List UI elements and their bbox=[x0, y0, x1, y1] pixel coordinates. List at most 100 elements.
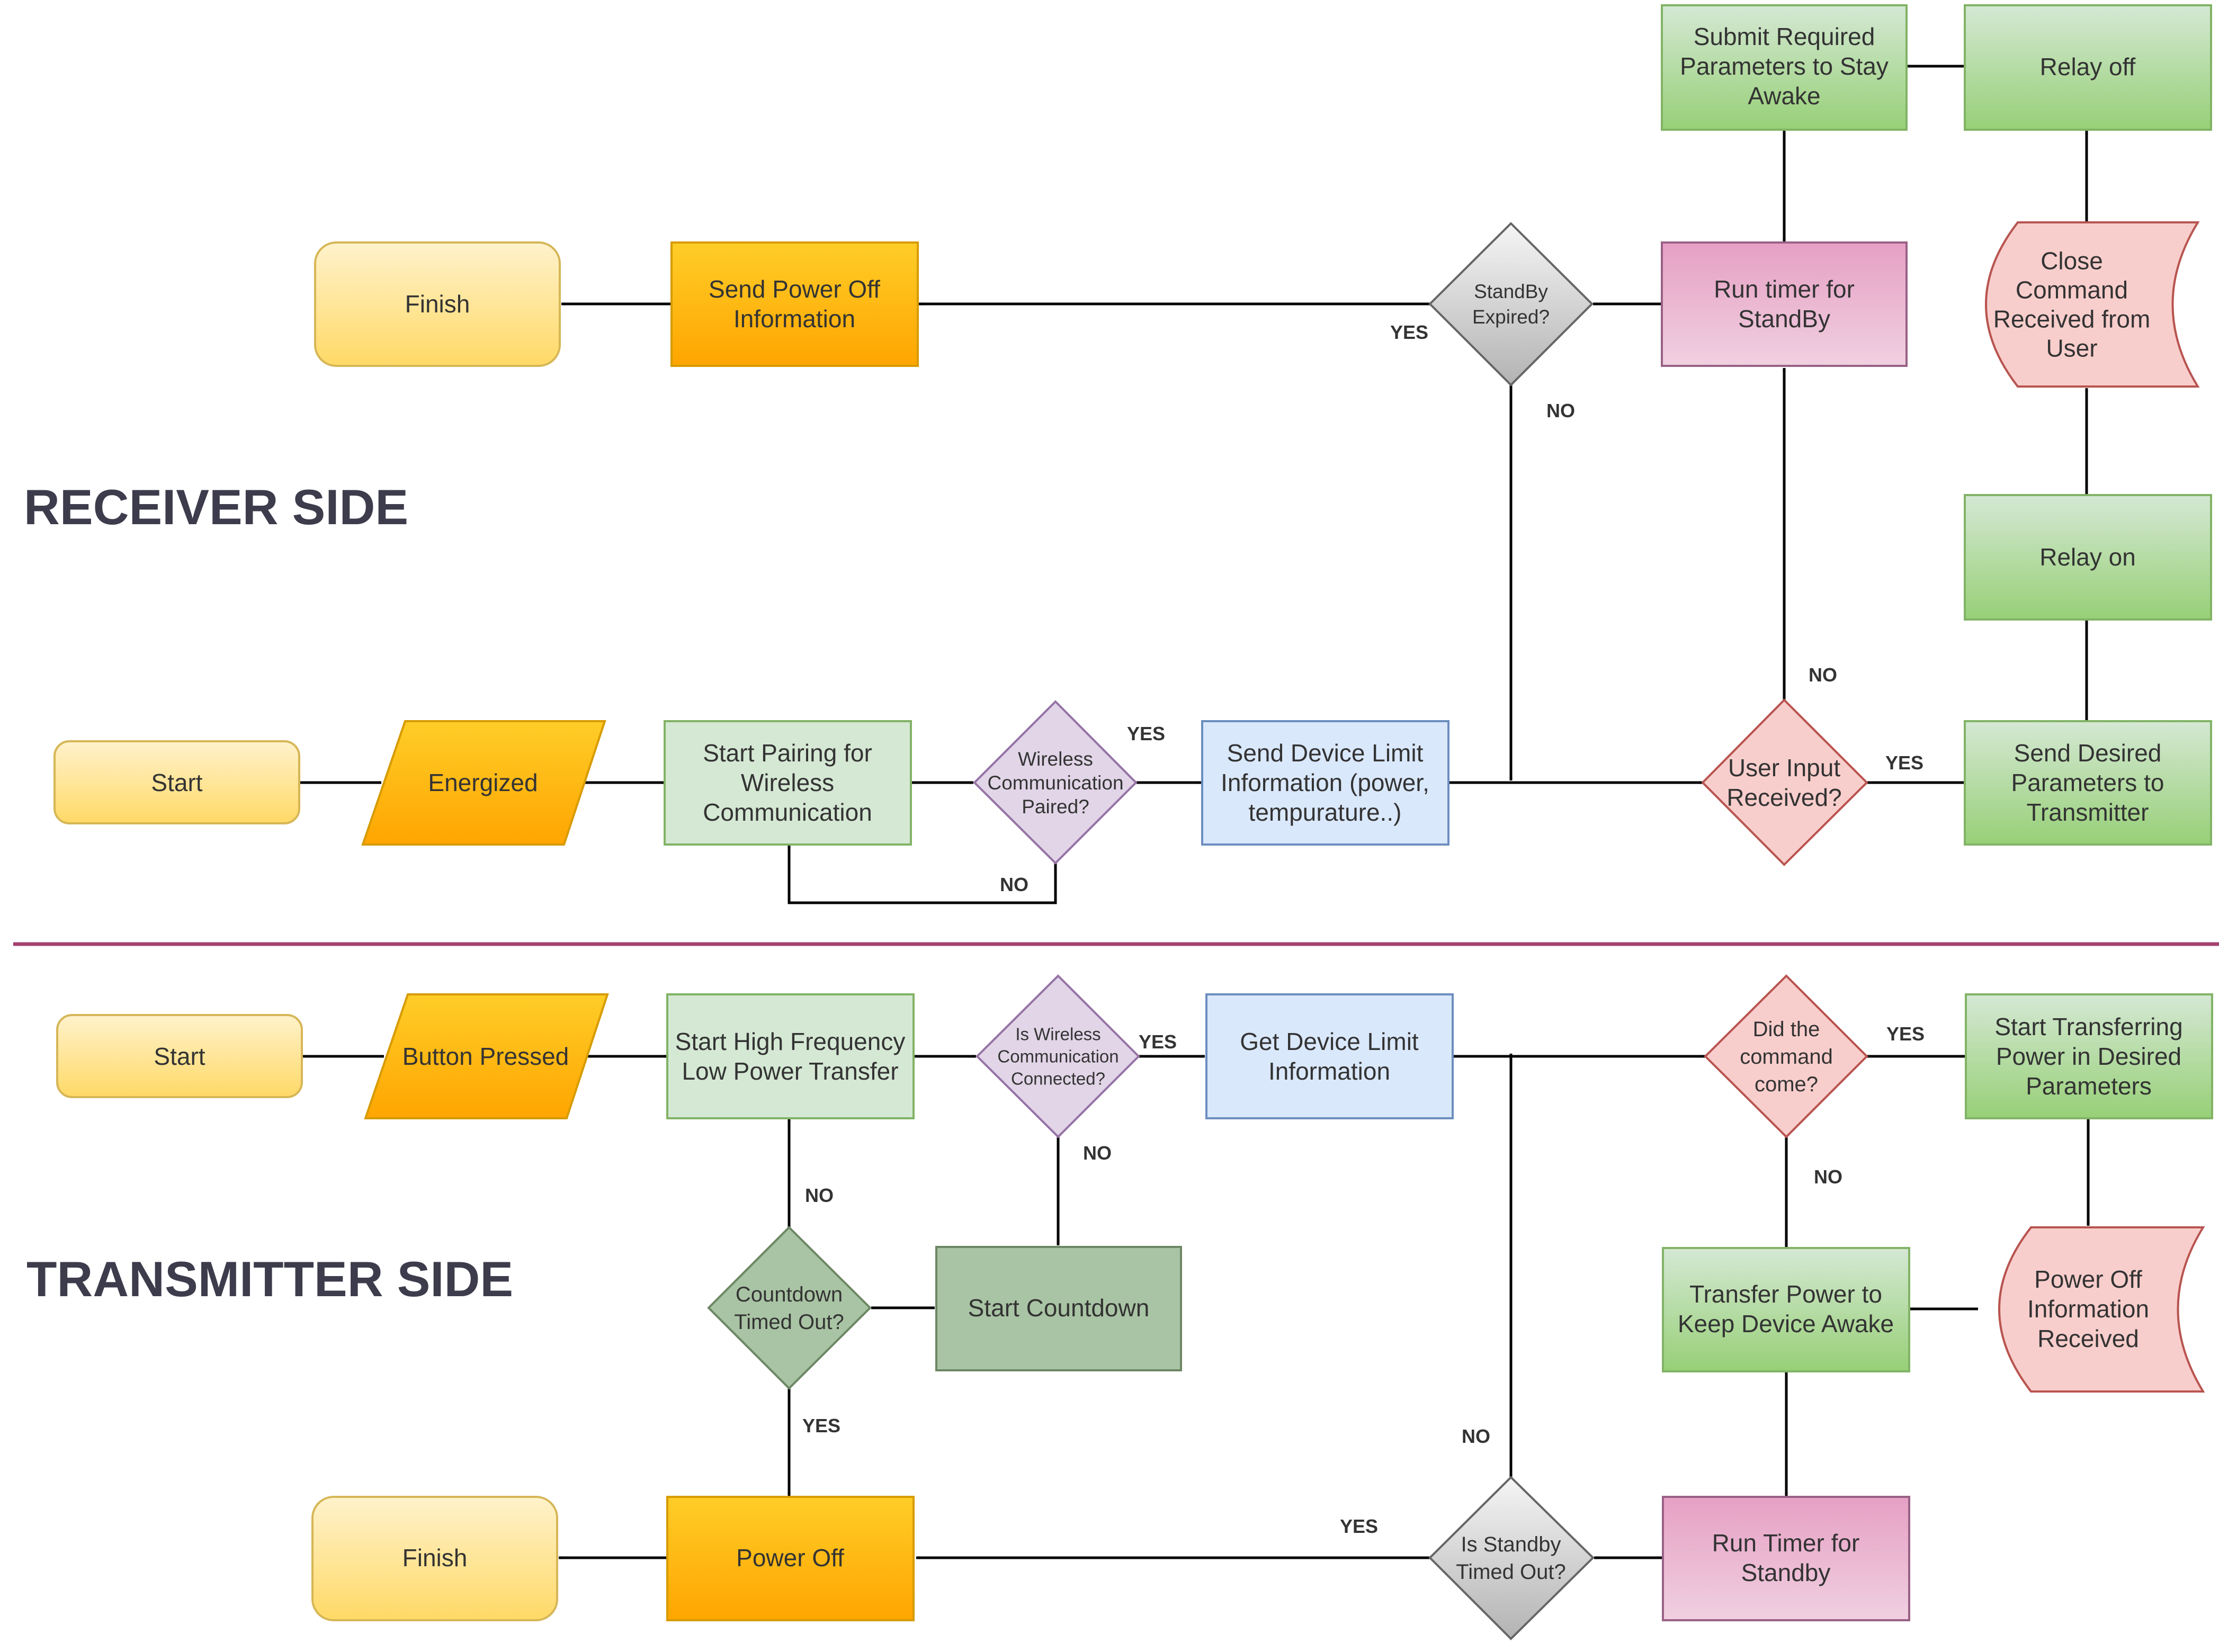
r-finish-label: Finish bbox=[405, 290, 470, 318]
label-line: Is Standby bbox=[1461, 1533, 1561, 1556]
r-finish-node bbox=[314, 241, 561, 367]
t-did-yes-label: YES bbox=[1886, 1023, 1925, 1045]
r-standby-diamond bbox=[1428, 222, 1594, 387]
label-line: command bbox=[1740, 1045, 1833, 1069]
r-pairing-node bbox=[664, 720, 912, 846]
t-power-off-label: Power Off bbox=[736, 1544, 844, 1572]
t-countdown-no-label: NO bbox=[805, 1184, 834, 1206]
label-line: Send Desired bbox=[2014, 739, 2162, 767]
t-button-pressed-node bbox=[364, 993, 609, 1119]
r-send-limit-node bbox=[1201, 720, 1449, 846]
label-line: Transmitter bbox=[2027, 798, 2149, 826]
label-line: Communication bbox=[997, 1047, 1119, 1066]
t-start-countdown-node bbox=[935, 1246, 1182, 1371]
label-line: Get Device Limit bbox=[1240, 1028, 1419, 1055]
label-line: Information bbox=[1268, 1057, 1390, 1085]
label-line: Standby bbox=[1741, 1559, 1831, 1586]
t-start-countdown-label: Start Countdown bbox=[968, 1294, 1150, 1322]
label-line: Did the bbox=[1753, 1018, 1820, 1041]
t-button-pressed-label: Button Pressed bbox=[402, 1043, 569, 1070]
transmitter-nodes: Start Button Pressed Start High Frequenc… bbox=[56, 974, 2213, 1640]
r-relay-off-node bbox=[1964, 4, 2212, 131]
label-line: Keep Device Awake bbox=[1678, 1310, 1894, 1337]
r-send-power-off-node bbox=[670, 241, 919, 367]
label-line: Start Pairing for bbox=[703, 739, 872, 767]
label-line: Transfer Power to bbox=[1689, 1280, 1882, 1308]
r-submit-node bbox=[1661, 4, 1908, 131]
label-line: Submit Required bbox=[1694, 23, 1875, 50]
t-countdown-diamond bbox=[707, 1226, 872, 1390]
t-did-command-diamond bbox=[1704, 974, 1868, 1138]
r-close-command-node bbox=[1985, 221, 2200, 388]
r-send-desired-node bbox=[1964, 720, 2212, 846]
t-keep-awake-node bbox=[1662, 1247, 1910, 1372]
label-line: Wireless bbox=[1018, 748, 1093, 770]
label-line: Expired? bbox=[1472, 306, 1550, 328]
label-line: StandBy bbox=[1474, 281, 1548, 302]
r-standby-yes-label: YES bbox=[1390, 321, 1428, 343]
label-line: Received from bbox=[1993, 306, 2151, 333]
r-user-input-diamond bbox=[1701, 698, 1868, 866]
label-line: Run Timer for bbox=[1712, 1529, 1860, 1557]
label-line: Received? bbox=[1726, 784, 1841, 811]
label-line: Parameters to bbox=[2011, 769, 2164, 796]
label-line: Send Device Limit bbox=[1227, 739, 1424, 767]
t-connected-no-label: NO bbox=[1083, 1142, 1112, 1164]
t-finish-label: Finish bbox=[402, 1544, 468, 1572]
label-line: Timed Out? bbox=[1456, 1560, 1565, 1584]
t-start-transferring-node bbox=[1965, 993, 2213, 1119]
r-paired-diamond bbox=[973, 700, 1138, 865]
t-did-no-label: NO bbox=[1814, 1166, 1842, 1188]
label-line: Close bbox=[2041, 247, 2103, 275]
label-line: Timed Out? bbox=[734, 1310, 844, 1334]
label-line: Command bbox=[2016, 276, 2128, 304]
t-finish-node bbox=[311, 1496, 558, 1621]
label-line: Communication bbox=[987, 772, 1123, 794]
label-line: come? bbox=[1755, 1073, 1818, 1096]
r-relay-on-node bbox=[1964, 494, 2212, 621]
r-paired-no-label: NO bbox=[1000, 874, 1028, 895]
t-countdown-yes-label: YES bbox=[802, 1415, 840, 1436]
label-line: Wireless bbox=[741, 769, 834, 796]
r-start-label: Start bbox=[151, 769, 202, 796]
label-line: Low Power Transfer bbox=[682, 1057, 898, 1085]
r-relay-on-label: Relay on bbox=[2039, 543, 2136, 571]
t-power-off-info-node bbox=[1998, 1226, 2205, 1393]
r-energized-node bbox=[361, 720, 606, 846]
t-power-off-node bbox=[666, 1496, 915, 1621]
label-line: Countdown bbox=[736, 1283, 843, 1306]
label-line: Connected? bbox=[1011, 1069, 1105, 1089]
t-connected-yes-label: YES bbox=[1139, 1031, 1177, 1053]
label-line: Start High Frequency bbox=[675, 1028, 906, 1055]
t-start-hf-node bbox=[666, 993, 915, 1119]
t-did-command-label: Did the command come? bbox=[1740, 1018, 1833, 1096]
label-line: Start Transferring bbox=[1994, 1013, 2182, 1040]
r-input-yes-label: YES bbox=[1885, 752, 1923, 774]
edge-labels: YES NO YES NO YES NO YES NO YES NO NO YE… bbox=[802, 321, 1925, 1537]
label-line: StandBy bbox=[1738, 305, 1830, 333]
r-paired-yes-label: YES bbox=[1127, 723, 1165, 744]
label-line: Power in Desired bbox=[1996, 1043, 2181, 1070]
label-line: Information (power, bbox=[1221, 769, 1429, 796]
label-line: Communication bbox=[703, 798, 872, 826]
r-energized-label: Energized bbox=[428, 769, 538, 796]
r-run-timer-node bbox=[1661, 241, 1908, 367]
label-line: User bbox=[2046, 335, 2097, 362]
label-line: Power Off bbox=[2034, 1265, 2142, 1293]
